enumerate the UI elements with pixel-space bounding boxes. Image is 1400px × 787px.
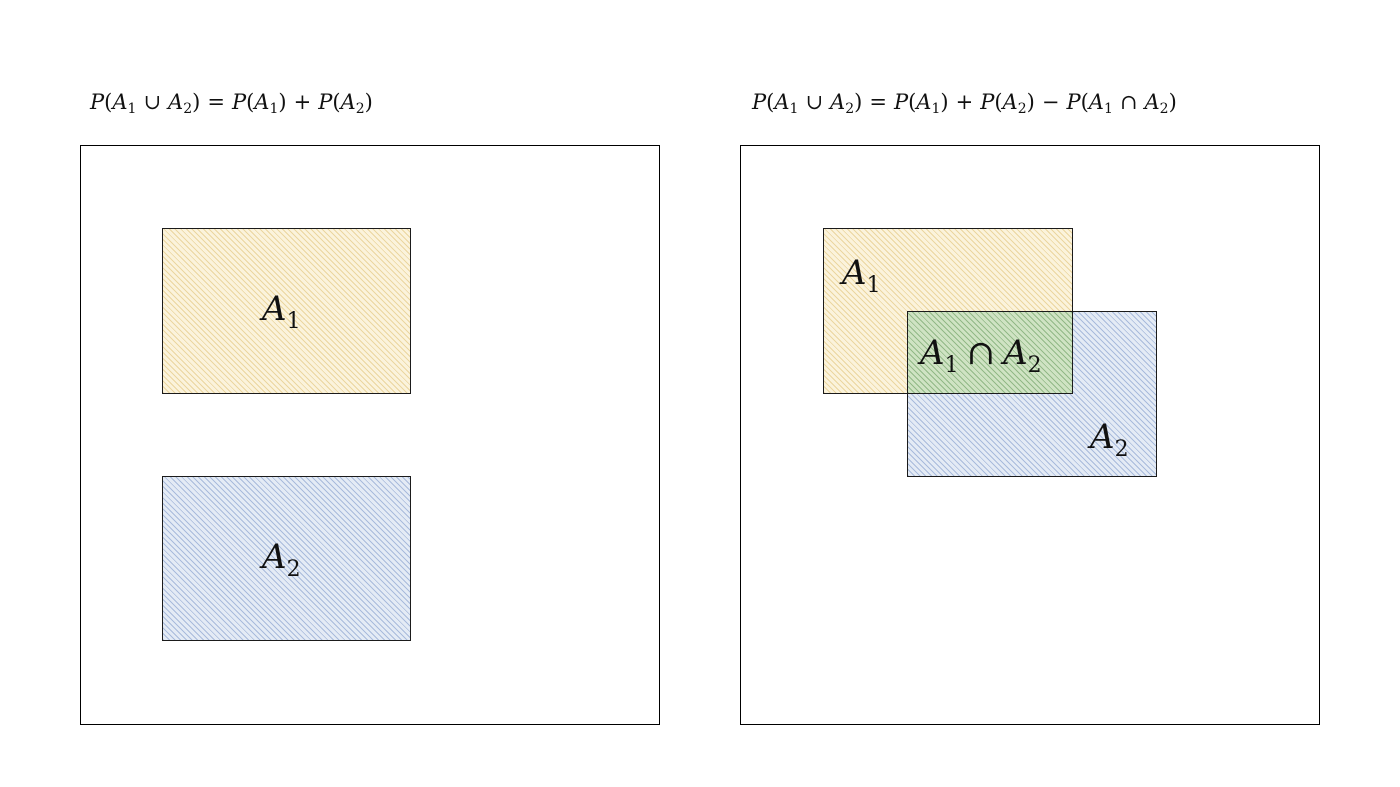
formula-paren: ) [1026,90,1035,114]
formula-subscript: 1 [127,101,137,117]
formula-subscript: 2 [1017,101,1027,117]
formula-paren: ) [364,90,373,114]
right-set-a2-label: A2 [1090,417,1129,461]
formula-paren: ) [940,90,949,114]
formula-symbol: P [1066,90,1081,114]
formula-paren: ) [854,90,863,114]
label-letter: A [1090,417,1115,457]
label-operator: ∩ [966,333,996,373]
formula-symbol: A [774,90,790,114]
formula-paren: ( [332,90,341,114]
formula-paren: ( [766,90,775,114]
formula-symbol: P [752,90,767,114]
formula-subscript: 2 [355,101,365,117]
formula-paren: ) [192,90,201,114]
formula-symbol: A [1088,90,1104,114]
label-letter: A [262,537,287,577]
right-set-a1-label: A1 [842,253,881,297]
formula-subscript: 1 [269,101,279,117]
formula-operator: ∩ [1119,90,1138,114]
formula-paren: ( [104,90,113,114]
formula-operator: ∪ [143,90,162,114]
label-subscript: 1 [944,353,959,378]
formula-subscript: 2 [845,101,855,117]
label-subscript: 2 [286,557,301,582]
label-letter: A [262,289,287,329]
formula-operator: ∪ [805,90,824,114]
formula-symbol: P [318,90,333,114]
formula-operator: = [869,90,887,114]
right-formula: P(A1∪A2)=P(A1)+P(A2)−P(A1∩A2) [752,90,1177,117]
formula-symbol: A [168,90,184,114]
left-set-a2-label: A2 [262,537,301,581]
formula-symbol: A [254,90,270,114]
label-letter: A [920,333,945,373]
label-subscript: 2 [1027,353,1042,378]
formula-subscript: 1 [1103,101,1113,117]
formula-paren: ( [994,90,1003,114]
formula-operator: + [293,90,312,114]
formula-subscript: 1 [789,101,799,117]
label-subscript: 1 [286,309,301,334]
right-intersection-box [907,311,1073,394]
formula-symbol: A [1002,90,1018,114]
formula-paren: ) [1168,90,1177,114]
formula-paren: ) [278,90,287,114]
formula-subscript: 2 [1159,101,1169,117]
formula-symbol: A [340,90,356,114]
formula-symbol: P [980,90,995,114]
left-formula: P(A1∪A2)=P(A1)+P(A2) [90,90,373,117]
label-subscript: 1 [866,273,881,298]
formula-symbol: A [1144,90,1160,114]
formula-symbol: P [231,90,247,114]
formula-paren: ( [908,90,917,114]
formula-operator: − [1041,90,1060,114]
formula-operator: = [207,90,225,114]
left-set-a1-label: A1 [262,289,301,333]
label-subscript: 2 [1114,437,1129,462]
left-set-a1-box [162,228,411,394]
formula-subscript: 2 [183,101,193,117]
formula-symbol: P [893,90,909,114]
formula-subscript: 1 [931,101,941,117]
formula-symbol: A [830,90,846,114]
label-letter: A [842,253,867,293]
formula-symbol: A [916,90,932,114]
formula-operator: + [955,90,974,114]
formula-symbol: A [112,90,128,114]
left-set-a2-box [162,476,411,641]
label-letter: A [1003,333,1028,373]
right-intersection-label: A1∩A2 [920,333,1042,377]
formula-paren: ( [1080,90,1089,114]
formula-symbol: P [90,90,105,114]
formula-paren: ( [246,90,255,114]
